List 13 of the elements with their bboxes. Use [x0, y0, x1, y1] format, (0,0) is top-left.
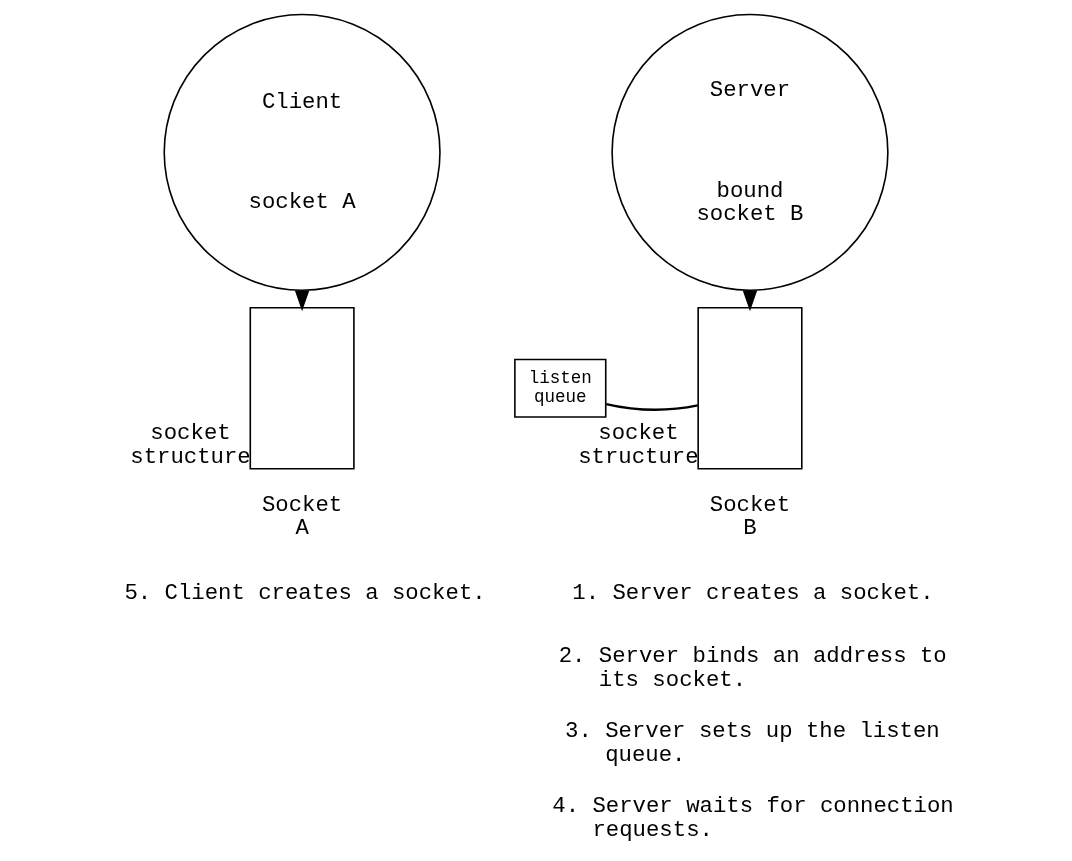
node-box [697, 306, 803, 470]
connector [606, 402, 698, 411]
label: 2. Server binds an address to its socket. [558, 642, 947, 693]
node-box: listen queue [514, 358, 607, 418]
node-label: socket structure [578, 419, 699, 470]
label: 4. Server waits for connection requests. [552, 792, 954, 843]
label: Socket A [261, 491, 343, 542]
label: 5. Client creates a socket. [124, 579, 486, 606]
node-label: socket structure [130, 419, 251, 470]
node-box [249, 306, 355, 470]
label: 3. Server sets up the listen queue. [565, 717, 940, 768]
label: Socket B [709, 491, 791, 542]
label: 1. Server creates a socket. [572, 579, 934, 606]
